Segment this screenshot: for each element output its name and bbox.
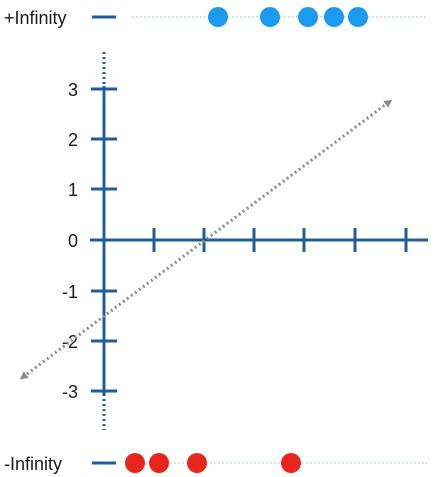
neg-infinity-point — [125, 453, 145, 473]
y-tick-label: 1 — [68, 180, 78, 200]
y-tick-label: 2 — [68, 130, 78, 150]
pos-infinity-point — [208, 7, 228, 27]
y-tick-label: -3 — [62, 382, 78, 402]
neg-infinity-point — [281, 453, 301, 473]
neg-infinity-label: -Infinity — [4, 454, 62, 474]
pos-infinity-point — [298, 7, 318, 27]
regression-line — [19, 99, 393, 380]
y-tick-label: 0 — [68, 231, 78, 251]
neg-infinity-point — [149, 453, 169, 473]
y-tick-label: -2 — [62, 332, 78, 352]
y-tick-label: 3 — [68, 80, 78, 100]
pos-infinity-label: +Infinity — [4, 8, 67, 28]
y-tick-label: -1 — [62, 282, 78, 302]
pos-infinity-point — [348, 7, 368, 27]
neg-infinity-point — [187, 453, 207, 473]
pos-infinity-point — [260, 7, 280, 27]
pos-infinity-point — [324, 7, 344, 27]
